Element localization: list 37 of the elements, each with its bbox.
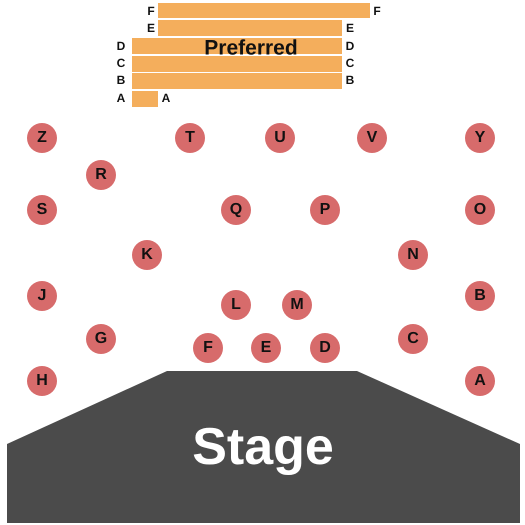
table-circle: C <box>398 324 428 354</box>
table-circle: F <box>193 333 223 363</box>
table-circle: R <box>86 160 116 190</box>
table-circle: Z <box>27 123 57 153</box>
table-circle: U <box>265 123 295 153</box>
table-circle: D <box>310 333 340 363</box>
table-circle: L <box>221 290 251 320</box>
table-circle: O <box>465 195 495 225</box>
table-circle: H <box>27 366 57 396</box>
table-circle: M <box>282 290 312 320</box>
row-label: C <box>346 57 354 69</box>
table-circle: G <box>86 324 116 354</box>
row-label: D <box>346 40 354 52</box>
table-circle: P <box>310 195 340 225</box>
table-circle: V <box>357 123 387 153</box>
table-circle: T <box>175 123 205 153</box>
table-circle: N <box>398 240 428 270</box>
row-label: F <box>373 5 381 17</box>
row-label: C <box>116 57 126 69</box>
section-name: Preferred <box>204 38 298 58</box>
table-circle: E <box>251 333 281 363</box>
table-circle: J <box>27 281 57 311</box>
row-label: A <box>162 92 170 104</box>
table-circle: Y <box>465 123 495 153</box>
row-label: E <box>346 22 354 34</box>
row-label: E <box>147 22 155 34</box>
row-label: A <box>116 92 126 104</box>
row-label: B <box>116 74 126 86</box>
row-label: F <box>147 5 155 17</box>
table-circle: Q <box>221 195 251 225</box>
row-label: B <box>346 74 354 86</box>
table-circle: A <box>465 366 495 396</box>
stage-label: Stage <box>192 421 334 473</box>
table-circle: S <box>27 195 57 225</box>
row-label: D <box>116 40 126 52</box>
table-circle: B <box>465 281 495 311</box>
table-circle: K <box>132 240 162 270</box>
